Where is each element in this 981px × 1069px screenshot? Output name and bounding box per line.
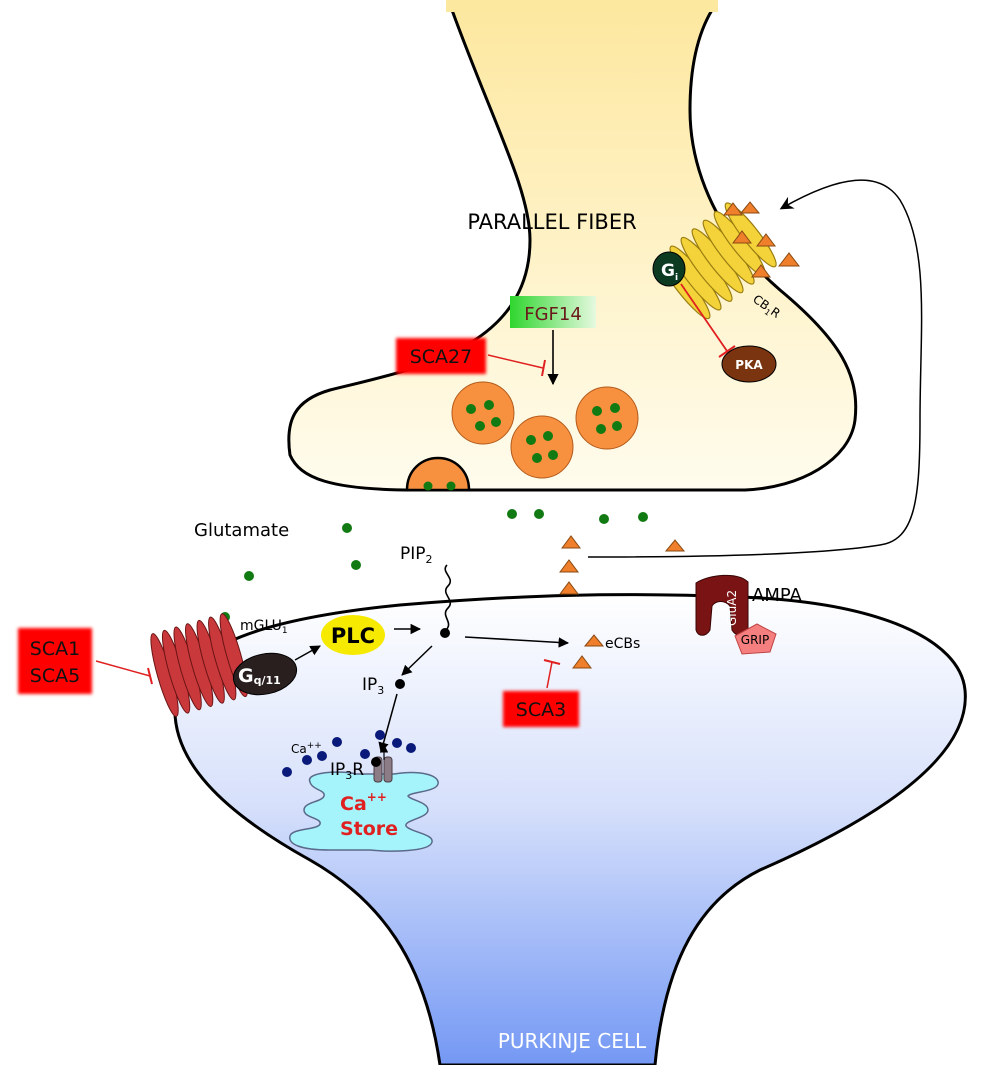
sca1-tbar bbox=[147, 667, 153, 685]
sca3-label: SCA3 bbox=[516, 699, 566, 721]
ip3-bound bbox=[371, 757, 381, 767]
sca1-inhibition bbox=[95, 660, 151, 677]
parallel-fiber-label: PARALLEL FIBER bbox=[467, 210, 636, 234]
plc-enzyme bbox=[321, 615, 385, 655]
ca-store-ca-label: Ca++ bbox=[340, 790, 387, 815]
pip2-head bbox=[440, 628, 450, 638]
vesicle-1 bbox=[451, 381, 515, 445]
sca1-label: SCA1 bbox=[30, 638, 80, 660]
gi-protein bbox=[652, 251, 686, 287]
ecbs-label: eCBs bbox=[605, 636, 640, 652]
vesicle-3 bbox=[575, 386, 639, 450]
sca27-tbar bbox=[541, 359, 546, 377]
sca27-label: SCA27 bbox=[410, 346, 473, 368]
pka-label: PKA bbox=[735, 358, 763, 372]
fgf14-box bbox=[510, 296, 596, 328]
pka-enzyme bbox=[721, 345, 777, 383]
pip2-lipid-tail bbox=[444, 564, 452, 631]
purkinje-cell-body bbox=[173, 593, 967, 1067]
pip2-ip3-arrow bbox=[401, 645, 433, 676]
ip3r-label: IP3R bbox=[330, 760, 364, 782]
grip-label: GRIP bbox=[741, 633, 769, 647]
gi-label: Gi bbox=[661, 261, 678, 283]
fgf14-label: FGF14 bbox=[524, 304, 582, 325]
ca-ion-label: Ca++ bbox=[291, 741, 322, 756]
mglu1-label: mGLU1 bbox=[240, 618, 288, 636]
sca1-sca5-box bbox=[18, 628, 92, 694]
grip-protein bbox=[734, 623, 777, 655]
sca3-box bbox=[503, 691, 579, 727]
fusing-glutamate bbox=[423, 481, 433, 491]
fusing-glutamate bbox=[446, 481, 456, 491]
gq11-label: Gq/11 bbox=[238, 665, 281, 687]
ip3-ip3r-arrow bbox=[378, 693, 398, 754]
ca-store-store-label: Store bbox=[340, 818, 398, 840]
sca3-inhibition bbox=[546, 661, 553, 689]
gi-pka-tbar bbox=[718, 345, 736, 358]
glutamate-label: Glutamate bbox=[194, 520, 289, 541]
ecb-retrograde-arrow bbox=[587, 179, 923, 558]
gi-pka-inhibition bbox=[680, 283, 728, 352]
ecb-triangles-top bbox=[723, 201, 801, 278]
sca27-box bbox=[396, 338, 486, 374]
ampa-label: AMPA bbox=[752, 585, 803, 606]
purkinje-cell-label: PURKINJE CELL bbox=[498, 1029, 647, 1053]
fiber-top-cover bbox=[446, 0, 718, 12]
pip2-label: PIP2 bbox=[400, 544, 433, 566]
plc-label: PLC bbox=[331, 624, 375, 648]
gq11-protein bbox=[232, 652, 298, 696]
fusing-vesicle bbox=[405, 456, 471, 492]
gq-plc-arrow bbox=[294, 645, 321, 661]
ca-store bbox=[289, 771, 439, 852]
mglu1-receptor bbox=[150, 613, 248, 717]
ip3-molecule bbox=[395, 679, 405, 689]
ecb-triangles-cleft bbox=[559, 535, 686, 669]
sca27-inhibition bbox=[487, 354, 544, 369]
ip3-label: IP3 bbox=[362, 675, 384, 697]
sca3-tbar bbox=[543, 659, 561, 665]
glua2-label: GluA2 bbox=[725, 590, 739, 626]
pip2-ecbs-arrow bbox=[464, 636, 570, 648]
sca5-label: SCA5 bbox=[30, 665, 80, 687]
calcium-ions bbox=[282, 730, 416, 777]
vesicle-2 bbox=[510, 415, 574, 479]
ampa-receptor bbox=[695, 574, 749, 636]
